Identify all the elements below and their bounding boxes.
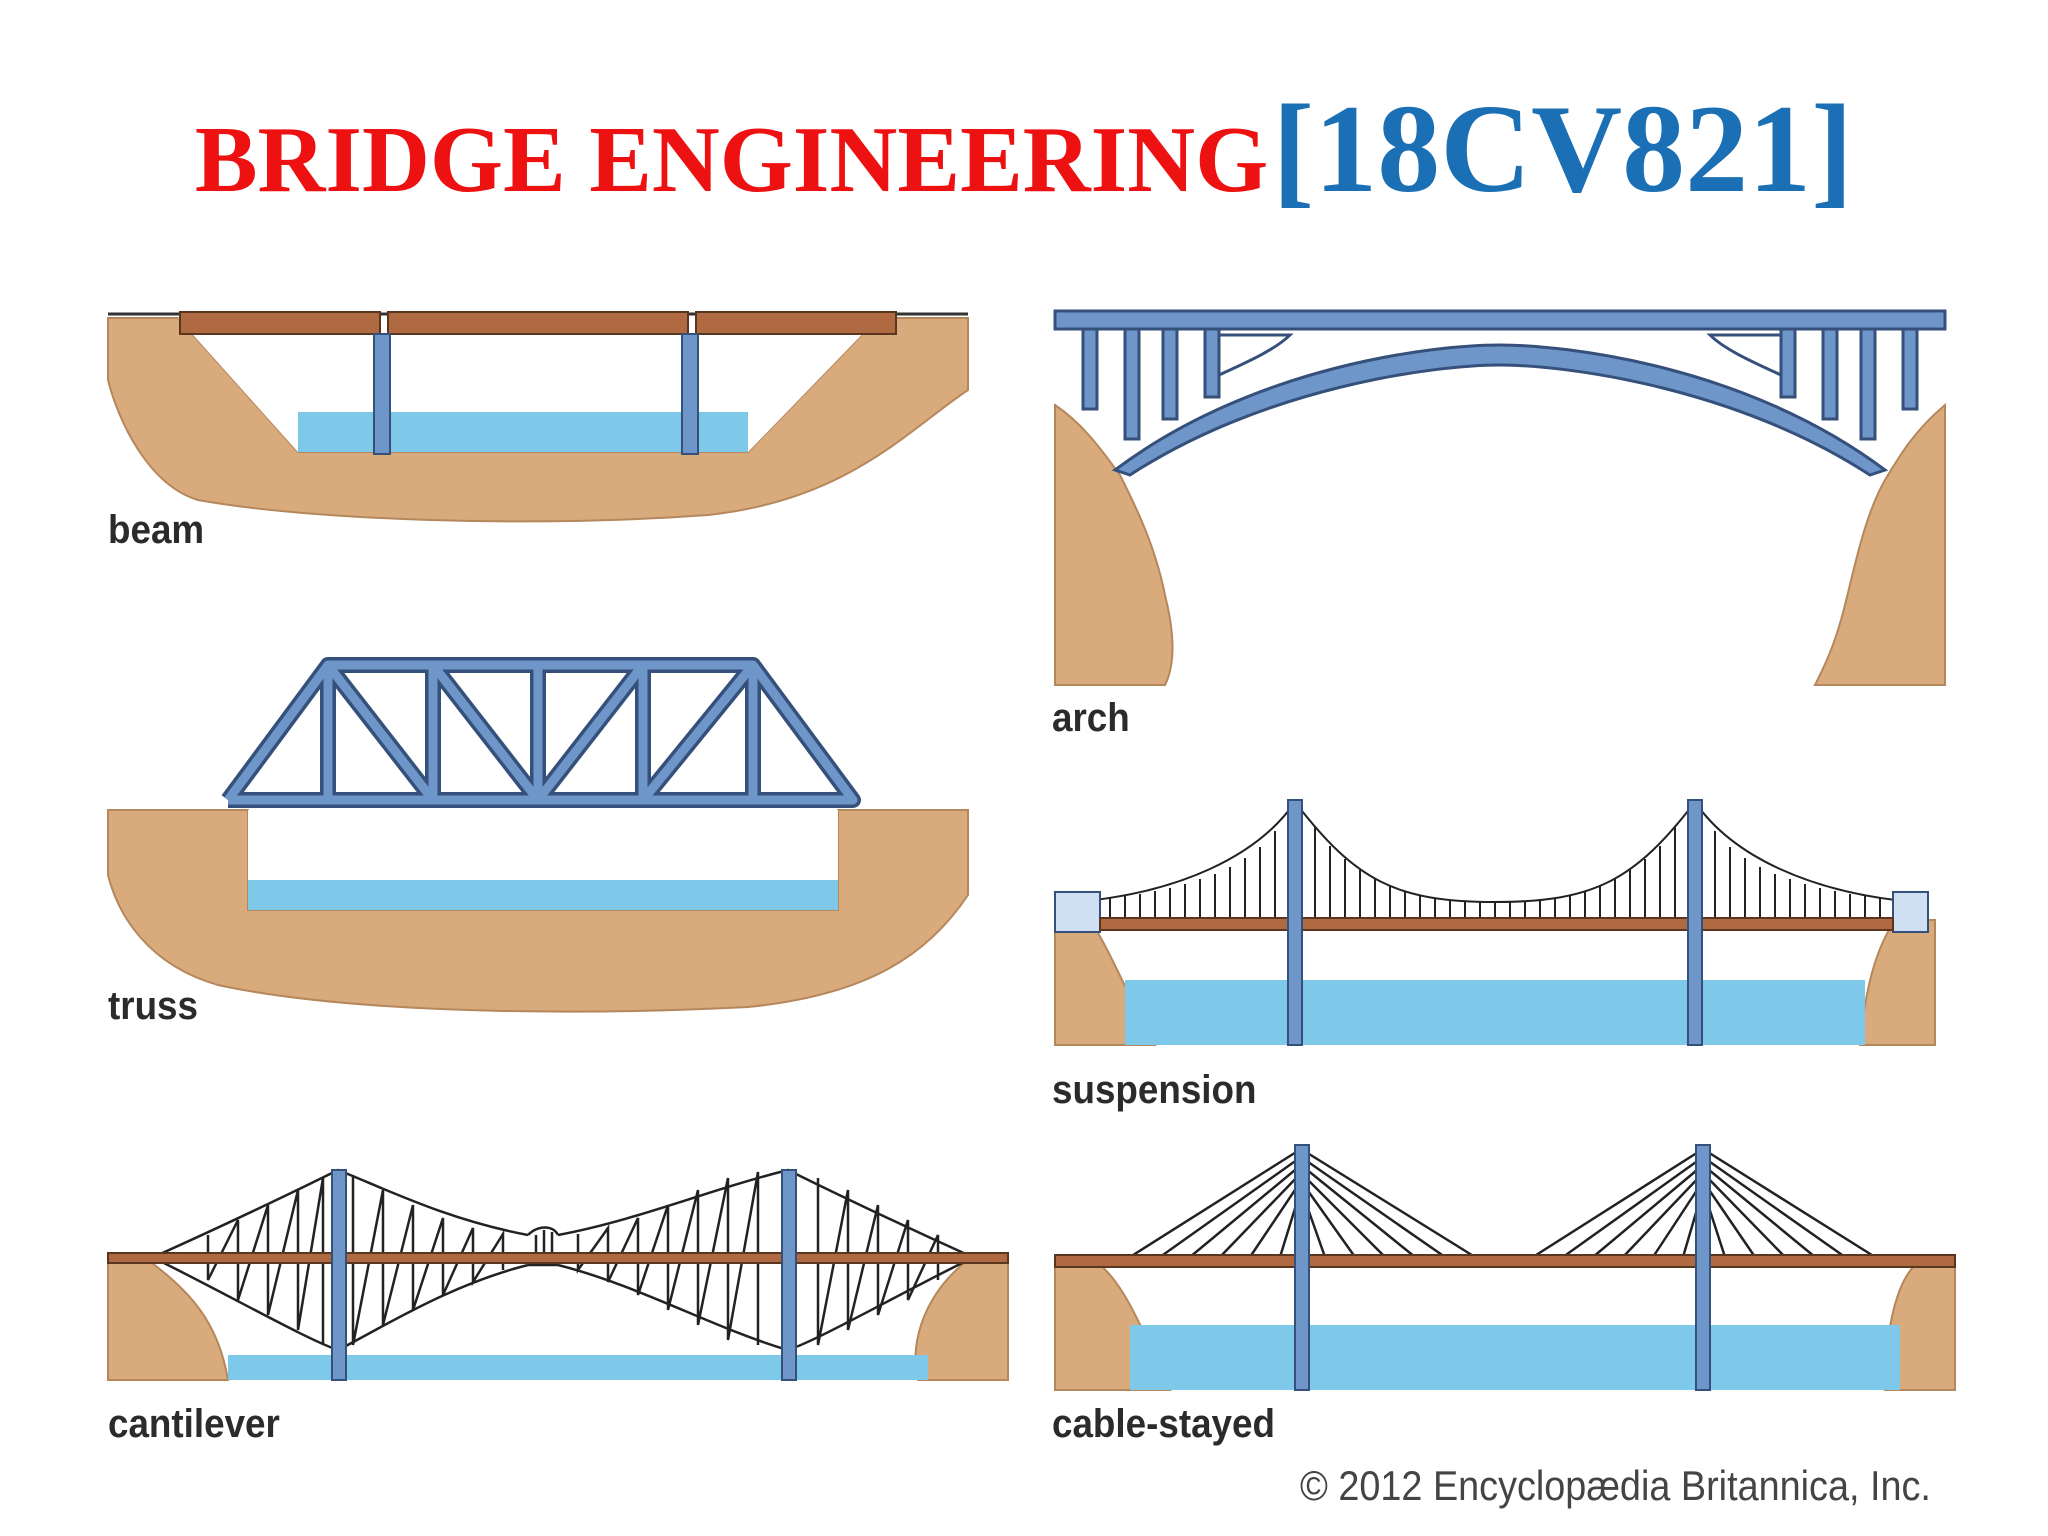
label-arch: arch [1052,696,1130,740]
label-suspension: suspension [1052,1068,1257,1112]
cable-stayed-bridge-illustration [1054,1144,1956,1391]
label-cable-stayed: cable-stayed [1052,1402,1275,1446]
course-code: [18CV821] [1272,80,1854,219]
cantilever-bridge-illustration [107,1168,1009,1381]
label-cantilever: cantilever [108,1402,280,1446]
suspension-bridge-illustration [1054,799,1936,1046]
title-main: BRIDGE ENGINEERING [194,108,1269,212]
truss-bridge-illustration [107,657,969,1013]
slide-title: BRIDGE ENGINEERING [18CV821] [0,78,2048,222]
label-truss: truss [108,984,198,1028]
arch-bridge-illustration [1053,309,1947,686]
label-beam: beam [108,508,205,552]
beam-bridge-illustration [107,311,969,523]
copyright-credit: © 2012 Encyclopædia Britannica, Inc. [1300,1462,1931,1509]
